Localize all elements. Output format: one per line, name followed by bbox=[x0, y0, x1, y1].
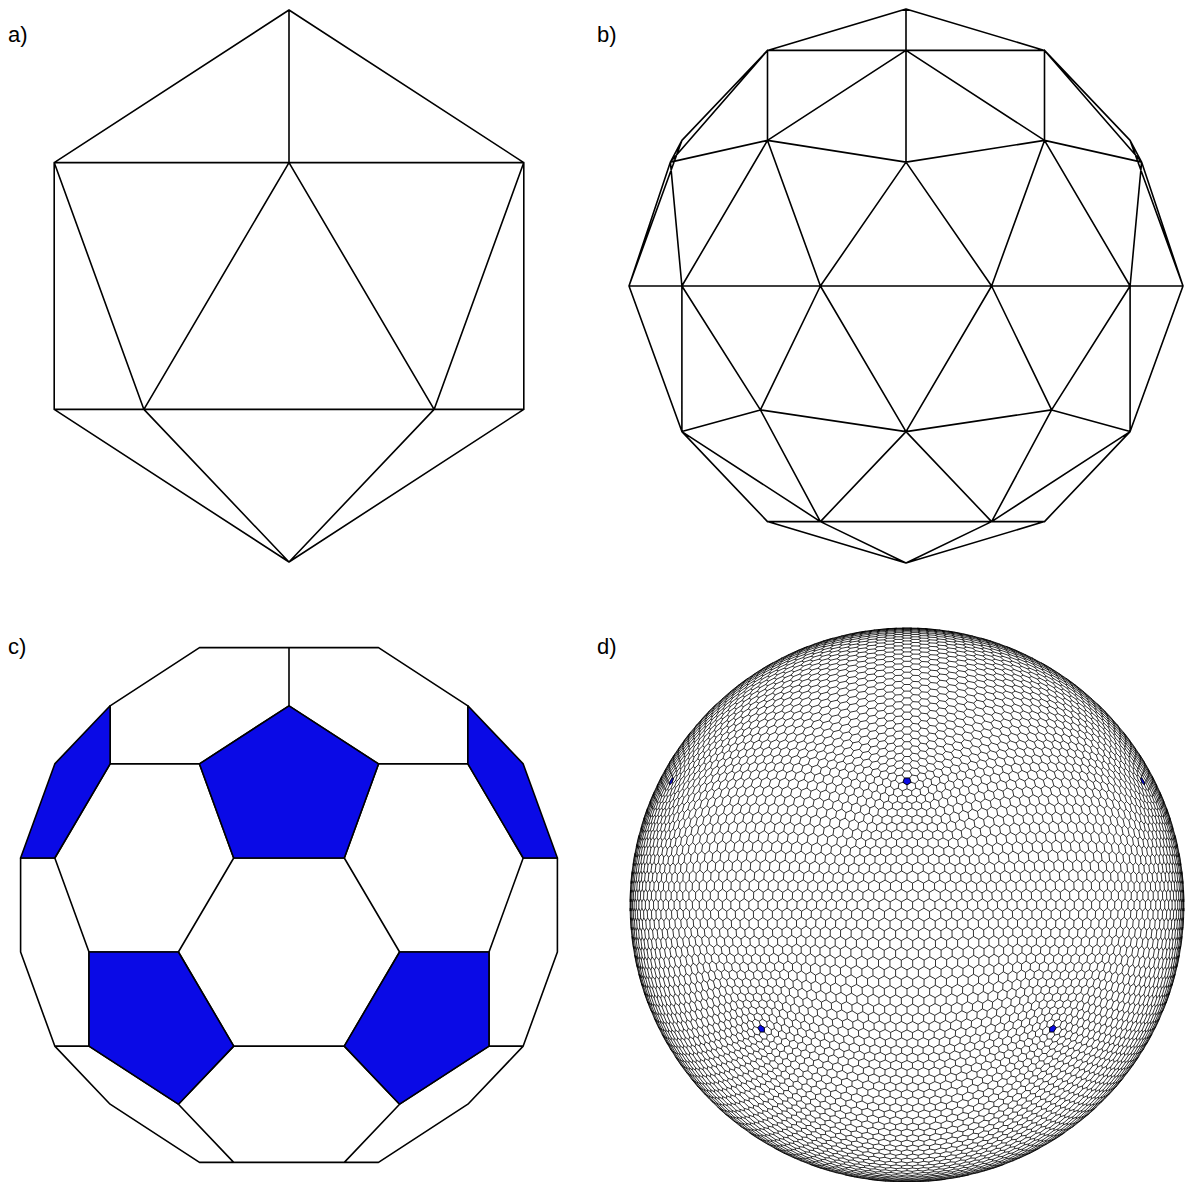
panel-label: c) bbox=[8, 634, 26, 660]
sphere-ground bbox=[630, 628, 1184, 1182]
hexagon-mesh bbox=[630, 628, 1184, 1182]
icosahedron bbox=[54, 10, 524, 562]
hexagon-faces bbox=[21, 648, 558, 1163]
pentagon-cells bbox=[670, 778, 1145, 1032]
geodesic-sphere bbox=[629, 9, 1183, 563]
panel-label: b) bbox=[597, 22, 617, 48]
pentagon-faces bbox=[21, 706, 558, 1104]
panel-label: a) bbox=[8, 22, 28, 48]
panel-label: d) bbox=[597, 634, 617, 660]
